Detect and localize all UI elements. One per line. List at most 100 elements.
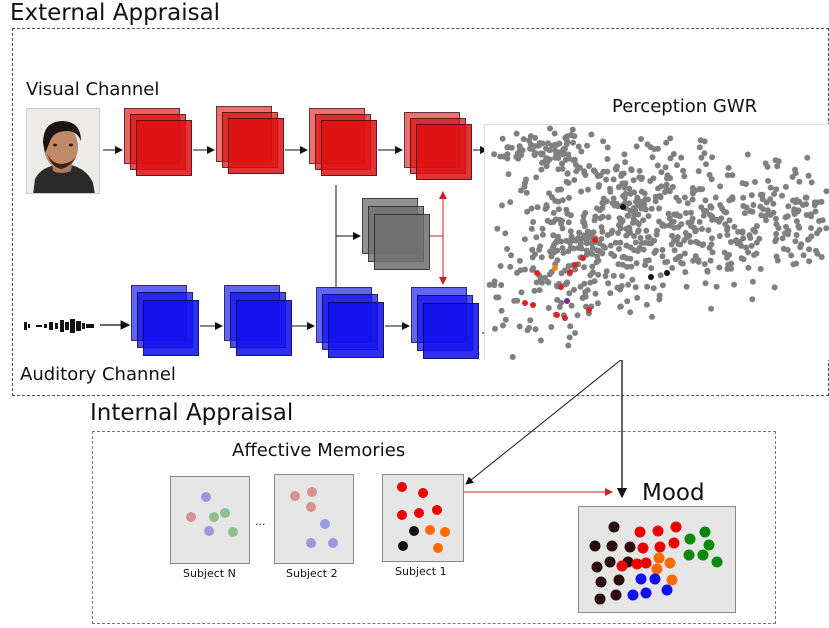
gwr-node [690,224,697,231]
gwr-node [654,162,661,169]
gwr-node [695,168,702,175]
gwr-node [566,290,573,297]
gwr-highlight-node [552,265,558,271]
gwr-node [600,138,607,145]
gwr-node [670,218,677,225]
gwr-node [502,230,509,237]
gwr-node [745,249,752,256]
gwr-node [628,167,635,174]
gwr-node [721,208,728,215]
gwr-node [682,210,689,216]
gwr-node [669,183,676,190]
gwr-node [558,238,564,245]
mood-panel [578,506,736,613]
gwr-node [617,239,624,246]
gwr-node [550,209,557,216]
gwr-highlight-node [664,270,670,276]
gwr-node [626,226,633,232]
gwr-node [668,241,675,248]
gwr-node [548,324,555,330]
gwr-node [567,228,574,235]
gwr-node [549,194,556,201]
gwr-node [770,209,777,216]
gwr-node [614,284,621,291]
gwr-node [528,205,535,212]
gwr-highlight-node [580,255,586,261]
gwr-node [570,245,577,252]
gwr-node [656,296,663,303]
gwr-node [670,151,677,157]
gwr-node [648,265,655,272]
external-appraisal-title: External Appraisal [10,0,221,26]
gwr-node [709,249,716,256]
gwr-node [602,273,609,279]
gwr-node [765,177,772,184]
gwr-node [592,290,599,297]
gwr-node [530,219,537,225]
gwr-node [709,154,716,161]
gwr-node [546,147,553,154]
gwr-node [663,139,670,146]
gwr-node [685,219,692,226]
gwr-node [604,144,611,151]
gwr-node [493,294,500,301]
gwr-node [524,208,531,215]
gwr-node [783,223,789,230]
gwr-node [678,259,684,266]
gwr-node [499,202,505,209]
gwr-node [622,159,629,166]
gwr-node [796,178,803,185]
gwr-node [717,183,724,190]
gwr-node [667,175,674,182]
gwr-node [683,283,690,290]
gwr-node [805,172,812,179]
gwr-node [657,194,664,201]
gwr-node [757,266,764,272]
gwr-node [571,133,578,140]
gwr-node [523,189,530,196]
gwr-node [792,238,799,245]
gwr-node [521,183,528,190]
gwr-node [547,125,553,132]
gwr-node [648,205,655,212]
gwr-node [554,257,561,264]
gwr-node [568,236,575,243]
gwr-node-scatter [486,125,829,360]
gwr-highlight-node [530,302,536,308]
gwr-node [726,197,733,204]
perception-gwr-label: Perception GWR [612,96,758,117]
gwr-node [792,170,799,177]
gwr-node [505,171,512,178]
gwr-node [636,245,643,251]
gwr-node [751,252,758,258]
gwr-highlight-node [534,270,540,276]
gwr-node [700,207,707,214]
gwr-node [636,174,643,181]
gwr-node [619,180,626,187]
gwr-node [527,317,534,324]
gwr-node [808,233,815,240]
gwr-node [547,248,553,255]
gwr-node [665,210,672,217]
gwr-node [806,258,813,265]
gwr-node [539,225,546,232]
gwr-node [663,181,670,188]
visual-conv-layer-1 [124,108,192,176]
gwr-node [605,214,612,221]
gwr-node [647,144,654,151]
gwr-node [669,265,676,271]
gwr-node [678,154,685,161]
gwr-node [544,217,551,224]
gwr-node [563,141,570,148]
gwr-node [757,203,764,210]
gwr-node [640,200,647,207]
gwr-node [612,239,619,246]
gwr-node [534,204,541,211]
gwr-node [750,202,757,208]
gwr-node [632,239,639,246]
gwr-node [559,160,565,167]
gwr-node [564,279,571,286]
gwr-node [725,164,732,171]
gwr-node [539,231,546,238]
gwr-node [814,230,820,237]
